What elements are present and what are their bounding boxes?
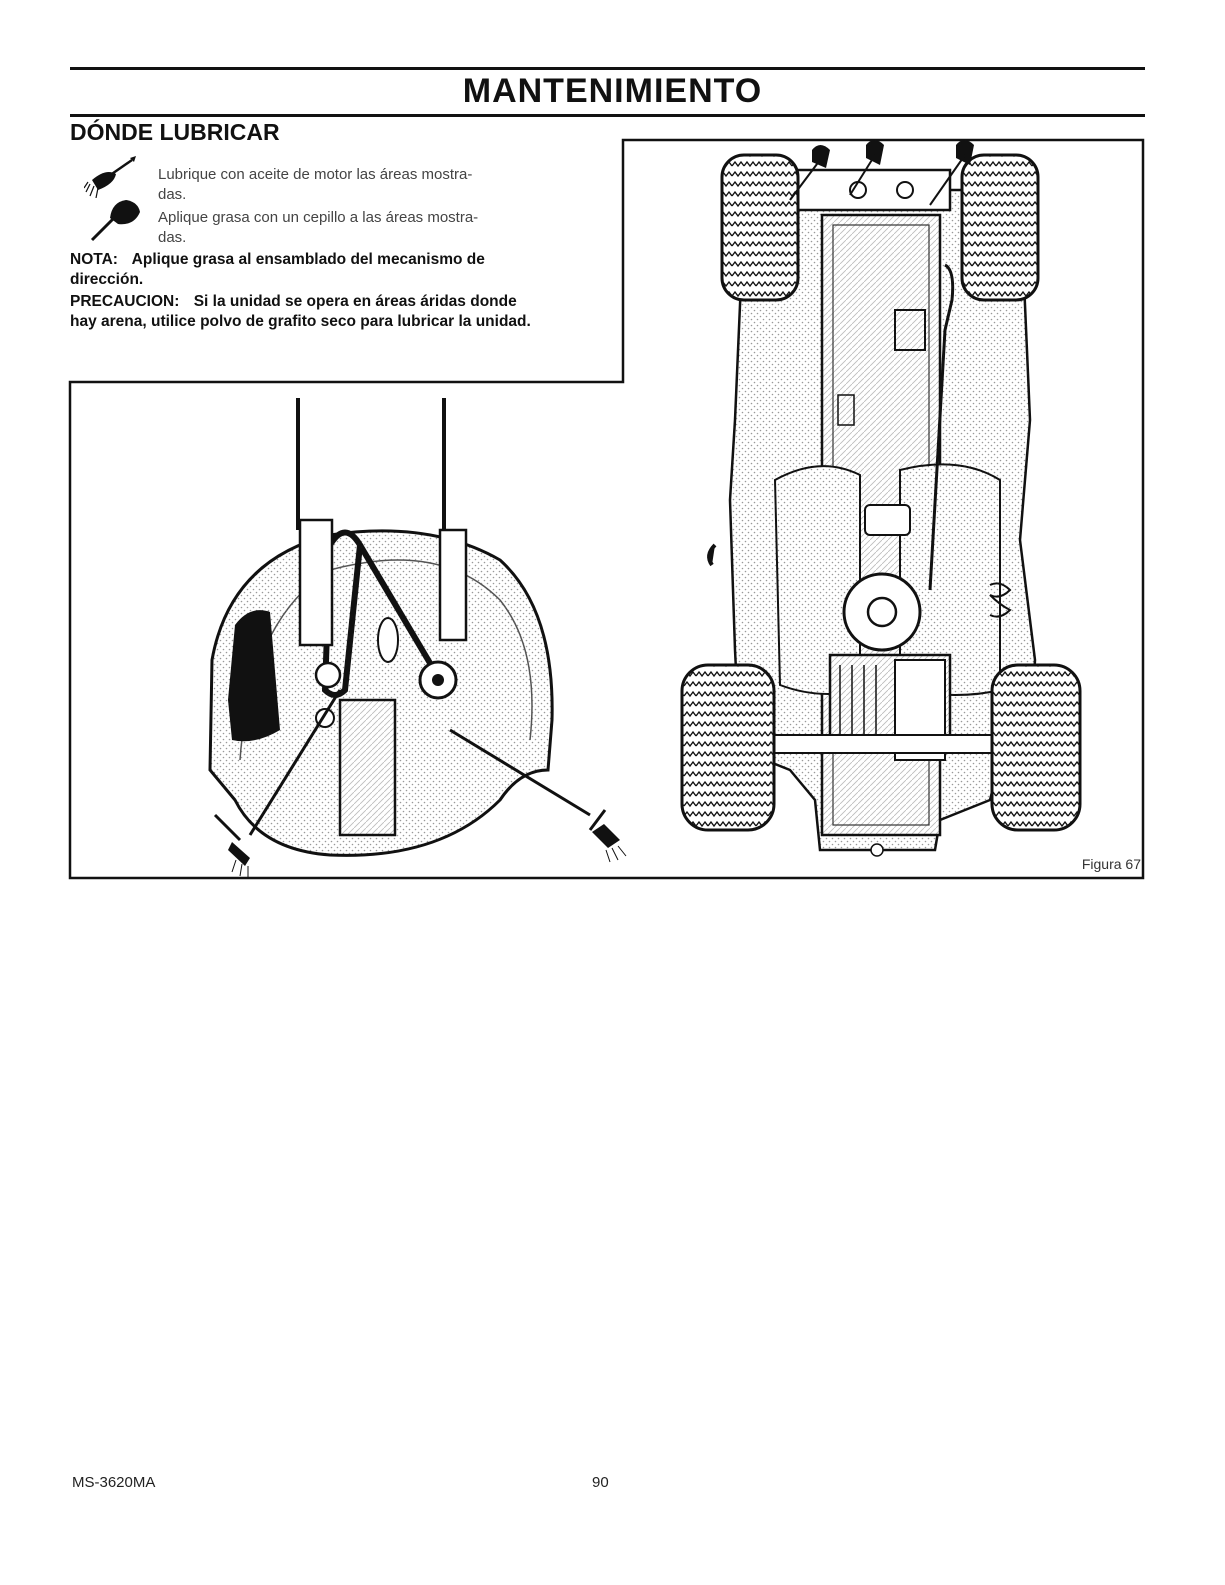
caution-text-line1: Si la unidad se opera en áreas áridas do…	[193, 293, 517, 310]
mower-deck-diagram	[208, 398, 627, 878]
caution-text-line2: hay arena, utilice polvo de grafito seco…	[70, 313, 531, 330]
legend-grease-line2: das.	[158, 229, 187, 246]
deck-grease-brush-right-icon	[588, 809, 627, 863]
grease-brush-icon	[90, 200, 140, 242]
note-label: NOTA:	[70, 251, 118, 268]
caution-label: PRECAUCION:	[70, 293, 180, 310]
footer-page-number: 90	[592, 1474, 609, 1491]
figure-caption: Figura 67	[1081, 856, 1141, 872]
figure-frame	[68, 138, 1145, 880]
note-text-line1: Aplique grasa al ensamblado del mecanism…	[131, 251, 485, 268]
legend-grease-line1: Aplique grasa con un cepillo a las áreas…	[158, 209, 479, 226]
footer-model-number: MS-3620MA	[72, 1474, 156, 1491]
legend-oil-line2: das.	[158, 186, 187, 203]
legend-oil-line1: Lubrique con aceite de motor las áreas m…	[158, 166, 473, 183]
caution-paragraph: PRECAUCION: Si la unidad se opera en áre…	[70, 292, 610, 332]
header-rule-top	[70, 67, 1145, 70]
oil-can-icon	[84, 156, 136, 198]
page-title: MANTENIMIENTO	[462, 72, 763, 110]
note-paragraph: NOTA: Aplique grasa al ensamblado del me…	[70, 250, 590, 290]
note-text-line2: dirección.	[70, 271, 144, 288]
header-rule-bottom	[70, 114, 1145, 117]
section-heading: DÓNDE LUBRICAR	[70, 119, 280, 145]
tractor-underside-diagram	[680, 140, 1082, 857]
deck-grease-brush-left-icon	[213, 813, 250, 878]
front-grease-points	[812, 140, 974, 168]
